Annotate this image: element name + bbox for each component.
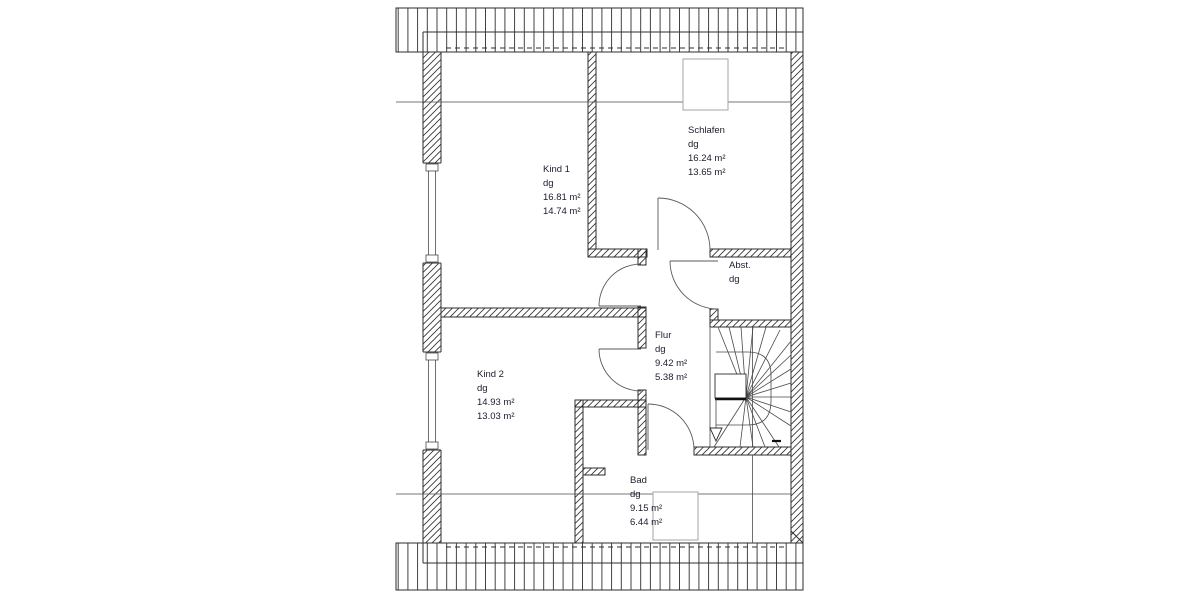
- room-area-net: 13.03 m²: [477, 411, 515, 422]
- stair-landing: [714, 373, 747, 399]
- spiral-staircase: [709, 326, 792, 448]
- stair-walk-line: [716, 351, 772, 426]
- room-area-net: 13.65 m²: [688, 167, 726, 178]
- wall-kind1-schlafen: [587, 51, 597, 250]
- room-name: Bad: [630, 475, 647, 486]
- room-name: Abst.: [729, 260, 751, 271]
- stair-direction-arrow: [709, 427, 723, 443]
- wall-flur-left-b: [637, 306, 647, 349]
- roof-band-top: [395, 7, 804, 53]
- wall-corner-miter: [790, 530, 804, 544]
- room-name: Kind 2: [477, 369, 504, 380]
- room-area-net: 5.38 m²: [655, 372, 687, 383]
- room-area-gross: 14.93 m²: [477, 397, 515, 408]
- room-label-kind1: Kind 1 dg 16.81 m² 14.74 m²: [543, 164, 581, 217]
- room-name: Schlafen: [688, 125, 725, 136]
- wall-flur-top-left: [587, 248, 648, 258]
- window-left-upper: [422, 162, 442, 264]
- skylight-schlafen: [682, 58, 729, 111]
- wall-exterior-right: [790, 51, 804, 544]
- door-kind1: [598, 263, 642, 307]
- room-area-gross: 9.15 m²: [630, 503, 662, 514]
- wall-flur-left-a: [637, 248, 647, 266]
- wall-exterior-left: [422, 51, 442, 544]
- wall-kind2-bad: [574, 399, 647, 408]
- room-label-bad: Bad dg 9.15 m² 6.44 m²: [630, 475, 662, 528]
- room-label-flur: Flur dg 9.42 m² 5.38 m²: [655, 330, 687, 383]
- room-area-gross: 16.24 m²: [688, 153, 726, 164]
- room-area-net: 6.44 m²: [630, 517, 662, 528]
- room-floor: dg: [630, 489, 641, 500]
- room-label-schlafen: Schlafen dg 16.24 m² 13.65 m²: [688, 125, 726, 178]
- roof-band-bottom: [395, 542, 804, 591]
- door-abst: [669, 260, 719, 310]
- room-floor: dg: [729, 274, 740, 285]
- room-floor: dg: [543, 178, 554, 189]
- room-label-kind2: Kind 2 dg 14.93 m² 13.03 m²: [477, 369, 515, 422]
- room-name: Kind 1: [543, 164, 570, 175]
- room-area-gross: 9.42 m²: [655, 358, 687, 369]
- room-area-net: 14.74 m²: [543, 206, 581, 217]
- wall-abst-left-stub: [709, 308, 719, 321]
- shower-bad: [652, 491, 699, 541]
- door-schlafen: [657, 197, 711, 251]
- room-area-gross: 16.81 m²: [543, 192, 581, 203]
- room-floor: dg: [477, 383, 488, 394]
- wall-stairs-bottom: [693, 446, 792, 456]
- room-name: Flur: [655, 330, 671, 341]
- wall-kind1-kind2: [440, 307, 647, 318]
- wall-bad-stub: [582, 467, 606, 476]
- stair-steps: [713, 326, 792, 448]
- wall-abst-stairs: [709, 319, 792, 328]
- room-label-abst: Abst. dg: [729, 260, 751, 285]
- wall-bad-left: [574, 399, 584, 544]
- door-bad: [647, 403, 695, 451]
- room-floor: dg: [688, 139, 699, 150]
- wall-flur-top-right: [709, 248, 792, 258]
- window-left-lower: [422, 351, 442, 451]
- room-floor: dg: [655, 344, 666, 355]
- wall-flur-left-c: [637, 389, 647, 456]
- door-kind2: [598, 348, 642, 392]
